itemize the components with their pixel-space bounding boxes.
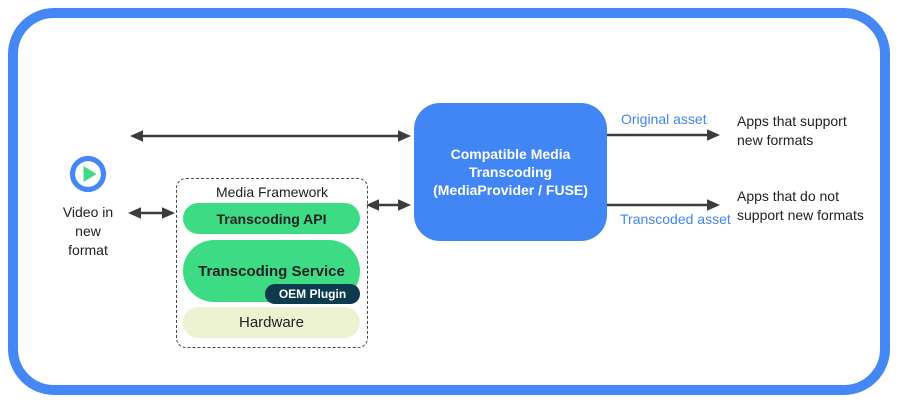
hardware-label: Hardware bbox=[238, 314, 305, 331]
transcoded-asset-label: Transcoded asset bbox=[620, 211, 731, 227]
apps-support-label: Apps that support new formats bbox=[737, 113, 847, 148]
transcoding-service-label: Transcoding Service bbox=[198, 262, 345, 280]
transcoder-box: Compatible Media Transcoding (MediaProvi… bbox=[414, 103, 607, 241]
diagram-frame bbox=[8, 8, 890, 395]
video-input-label: Video in new format bbox=[62, 204, 114, 258]
transcoding-api-layer: Transcoding API bbox=[183, 203, 360, 234]
oem-plugin-label: OEM Plugin bbox=[278, 287, 347, 301]
arrow-source-transcoder bbox=[130, 130, 411, 142]
arrow-original-asset bbox=[607, 129, 720, 141]
oem-plugin-badge: OEM Plugin bbox=[265, 284, 360, 304]
apps-no-support-label: Apps that do not support new formats bbox=[737, 188, 864, 223]
transcoding-api-label: Transcoding API bbox=[216, 210, 327, 227]
media-framework-title: Media Framework bbox=[215, 184, 329, 200]
arrow-framework-transcoder bbox=[366, 199, 411, 211]
media-framework-box: Media Framework Transcoding API Transcod… bbox=[176, 178, 368, 348]
hardware-layer: Hardware bbox=[183, 307, 360, 338]
transcoding-service-layer: Transcoding Service OEM Plugin bbox=[183, 240, 360, 304]
play-icon bbox=[69, 155, 107, 193]
arrow-transcoded-asset bbox=[607, 199, 720, 211]
arrow-source-framework bbox=[128, 207, 175, 219]
original-asset-label: Original asset bbox=[621, 111, 707, 127]
